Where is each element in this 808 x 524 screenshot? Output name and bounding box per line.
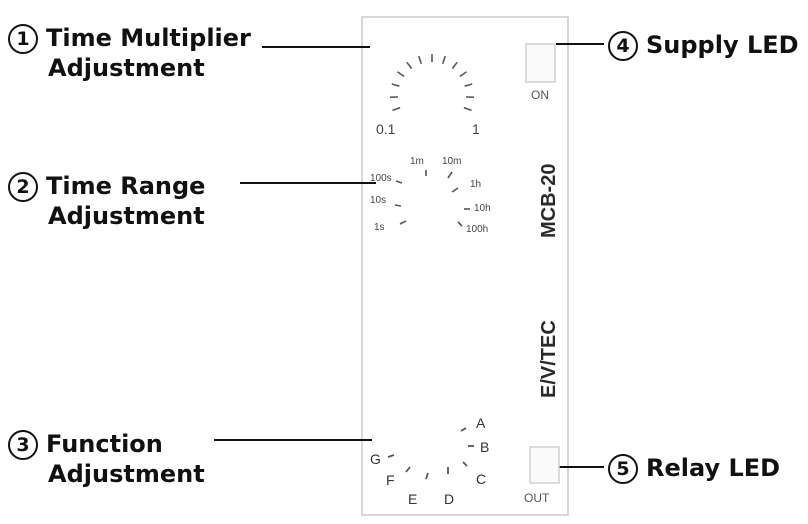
- callout-title: Function: [46, 430, 163, 458]
- function-letter-d: D: [444, 491, 454, 507]
- callout-number-1: 1: [8, 24, 38, 54]
- multiplier-max-label: 1: [472, 121, 480, 137]
- range-label-1h: 1h: [470, 179, 481, 190]
- callout-title: Supply LED: [646, 31, 799, 59]
- multiplier-tick: [463, 106, 472, 112]
- callout-subtitle: Adjustment: [48, 54, 205, 82]
- model-label: MCB-20: [538, 164, 560, 238]
- callout-number-5: 5: [608, 454, 638, 484]
- callout-time-range: 2 Time Range Adjustment: [8, 172, 205, 230]
- callout-number-2: 2: [8, 172, 38, 202]
- range-label-100s: 100s: [370, 173, 392, 184]
- callout-title: Time Multiplier: [46, 24, 251, 52]
- function-letter-b: B: [480, 439, 489, 455]
- function-letter-f: F: [386, 472, 395, 488]
- callout-subtitle: Adjustment: [48, 460, 205, 488]
- function-letter-g: G: [370, 451, 381, 467]
- relay-led: [529, 446, 560, 484]
- callout-title: Relay LED: [646, 454, 781, 482]
- range-label-1s: 1s: [374, 222, 385, 233]
- relay-led-label: OUT: [524, 491, 550, 505]
- function-letter-e: E: [408, 491, 417, 507]
- callout-title: Time Range: [46, 172, 206, 200]
- multiplier-tick: [391, 83, 400, 87]
- multiplier-tick: [392, 106, 401, 112]
- module-panel: [361, 16, 569, 516]
- callout-function: 3 Function Adjustment: [8, 430, 205, 488]
- supply-led-label: ON: [531, 88, 549, 102]
- time-multiplier-dial-ticks: [389, 54, 475, 112]
- multiplier-tick: [441, 55, 446, 64]
- multiplier-tick: [397, 71, 405, 78]
- range-label-100h: 100h: [466, 224, 488, 235]
- function-letter-c: C: [476, 471, 486, 487]
- range-label-1m: 1m: [410, 156, 424, 167]
- range-label-10s: 10s: [370, 195, 386, 206]
- callout-supply-led: 4 Supply LED: [608, 31, 799, 61]
- time-range-dial-marks: [394, 170, 470, 227]
- multiplier-tick: [406, 61, 413, 70]
- range-label-10h: 10h: [474, 203, 491, 214]
- range-label-10m: 10m: [442, 156, 461, 167]
- multiplier-tick: [418, 55, 423, 64]
- callout-number-4: 4: [608, 31, 638, 61]
- multiplier-tick: [464, 83, 473, 87]
- supply-led: [525, 43, 556, 83]
- multiplier-min-label: 0.1: [376, 121, 396, 137]
- callout-time-multiplier: 1 Time Multiplier Adjustment: [8, 24, 251, 82]
- multiplier-tick: [451, 61, 458, 70]
- function-letter-a: A: [476, 415, 486, 431]
- callout-subtitle: Adjustment: [48, 202, 205, 230]
- callout-number-3: 3: [8, 430, 38, 460]
- brand-logo-text: E/V/TEC: [538, 320, 560, 398]
- multiplier-tick: [459, 71, 467, 78]
- callout-relay-led: 5 Relay LED: [608, 454, 780, 484]
- function-dial-marks: [387, 427, 474, 480]
